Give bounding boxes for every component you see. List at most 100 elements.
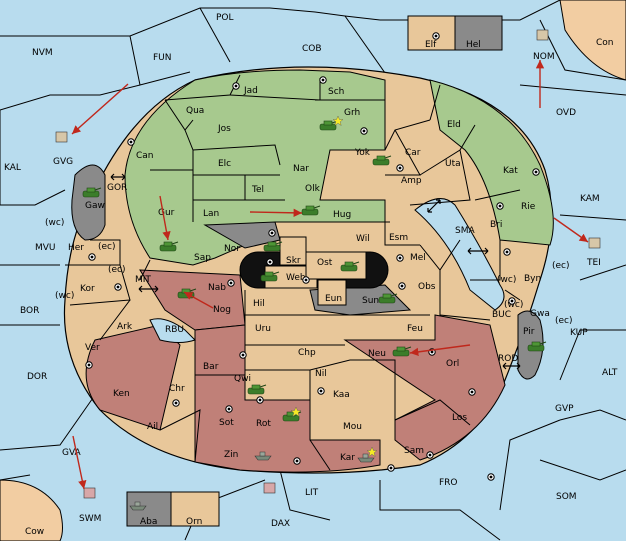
- sc-kaa: [317, 387, 325, 395]
- label-sun: Sun: [362, 296, 379, 306]
- province-borders: [65, 74, 521, 471]
- label-nom: NOM: [533, 52, 555, 62]
- label-los: Los: [452, 413, 467, 423]
- label-her: Her: [68, 243, 84, 253]
- province-elf[interactable]: [407, 15, 456, 51]
- label-tei: TEI: [586, 258, 601, 268]
- province-labels: Jad Sch Qua Jos Grh Can Eld Yok Car Elc …: [25, 38, 614, 537]
- red-territories-south: [194, 324, 381, 473]
- label-tel: Tel: [251, 185, 264, 195]
- sc-kor: [114, 283, 122, 291]
- label-mou: Mou: [343, 422, 362, 432]
- label-can: Can: [136, 151, 154, 161]
- label-kat: Kat: [503, 166, 518, 176]
- coast-byn-wc: (wc): [497, 275, 516, 285]
- red-territories-east: [343, 314, 506, 461]
- sc-nab: [227, 279, 235, 287]
- label-elc: Elc: [218, 159, 231, 169]
- province-ost[interactable]: [305, 251, 367, 280]
- sc-sun: [398, 282, 406, 290]
- label-gvp: GVP: [555, 404, 574, 414]
- label-rie: Rie: [521, 202, 536, 212]
- sc-bri: [503, 248, 511, 256]
- coast-kor-wc: (wc): [55, 291, 74, 301]
- sc-zin: [293, 457, 301, 465]
- label-som: SOM: [556, 492, 577, 502]
- label-nab: Nab: [208, 283, 226, 293]
- province-orn[interactable]: [170, 491, 220, 527]
- label-feu: Feu: [407, 324, 423, 334]
- sc-nor: [268, 229, 276, 237]
- label-qua: Qua: [186, 106, 204, 116]
- label-rod: ROD: [498, 354, 518, 364]
- label-zin: Zin: [224, 450, 238, 460]
- label-gor: GOR: [107, 183, 127, 193]
- label-skr: Skr: [286, 256, 301, 266]
- label-kor: Kor: [80, 284, 95, 294]
- coast-her-ec: (ec): [98, 242, 116, 252]
- label-lit: LIT: [305, 488, 319, 498]
- label-kar: Kar: [340, 453, 355, 463]
- province-eun[interactable]: [317, 279, 347, 306]
- coast-byn-ec: (ec): [552, 261, 570, 271]
- label-bri: Bri: [490, 220, 502, 230]
- label-hil: Hil: [253, 299, 265, 309]
- province-cow[interactable]: [0, 479, 63, 541]
- label-bar: Bar: [203, 362, 219, 372]
- label-cob: COB: [302, 44, 322, 54]
- province-hel[interactable]: [454, 15, 503, 51]
- label-mvu: MVU: [35, 243, 56, 253]
- label-orn: Orn: [186, 517, 202, 527]
- label-orl: Orl: [446, 359, 459, 369]
- label-uta: Uta: [445, 159, 461, 169]
- sea-markers: [55, 29, 601, 511]
- sc-grh: [360, 127, 368, 135]
- label-ken: Ken: [113, 389, 130, 399]
- label-olk: Olk: [305, 184, 321, 194]
- label-gva: GVA: [62, 448, 82, 458]
- label-wil: Wil: [356, 234, 370, 244]
- label-fro: FRO: [439, 478, 458, 488]
- province-gaw[interactable]: [71, 164, 106, 241]
- label-eld: Eld: [447, 120, 461, 130]
- sc-jad: [232, 82, 240, 90]
- sc-kat: [532, 168, 540, 176]
- label-nvm: NVM: [32, 48, 53, 58]
- label-hel: Hel: [466, 40, 481, 50]
- label-bor: BOR: [20, 306, 39, 316]
- label-mel: Mel: [410, 253, 426, 263]
- label-car: Car: [405, 148, 421, 158]
- label-buc: BUC: [492, 310, 511, 320]
- label-gwa: Gwa: [530, 309, 550, 319]
- label-amp: Amp: [401, 176, 422, 186]
- label-gaw: Gaw: [85, 201, 105, 211]
- label-cow: Cow: [25, 527, 44, 537]
- label-lan: Lan: [203, 209, 219, 219]
- label-sap: Sap: [194, 253, 211, 263]
- label-fun: FUN: [153, 53, 172, 63]
- label-web: Web: [286, 273, 306, 283]
- order-arrows: [71, 60, 589, 490]
- label-con: Con: [596, 38, 614, 48]
- label-esm: Esm: [389, 233, 408, 243]
- sea-sma[interactable]: [414, 198, 505, 311]
- label-gvg: GVG: [53, 157, 73, 167]
- passage-arrows: [110, 173, 521, 370]
- province-eld-kat-rie: [429, 79, 554, 246]
- sc-her: [88, 253, 96, 261]
- sc-sot: [225, 405, 233, 413]
- label-yok: Yok: [354, 148, 371, 158]
- sea-rbu[interactable]: [149, 318, 196, 343]
- label-ver: Ver: [85, 343, 100, 353]
- label-neu: Neu: [368, 349, 386, 359]
- province-skr[interactable]: [279, 236, 307, 266]
- label-kaa: Kaa: [333, 390, 350, 400]
- sc-skr: [266, 258, 274, 266]
- label-chr: Chr: [169, 384, 185, 394]
- sc-chr: [172, 399, 180, 407]
- label-kal: KAL: [4, 163, 21, 173]
- sc-rie: [496, 202, 504, 210]
- label-sam: Sam: [404, 446, 424, 456]
- label-sot: Sot: [219, 418, 234, 428]
